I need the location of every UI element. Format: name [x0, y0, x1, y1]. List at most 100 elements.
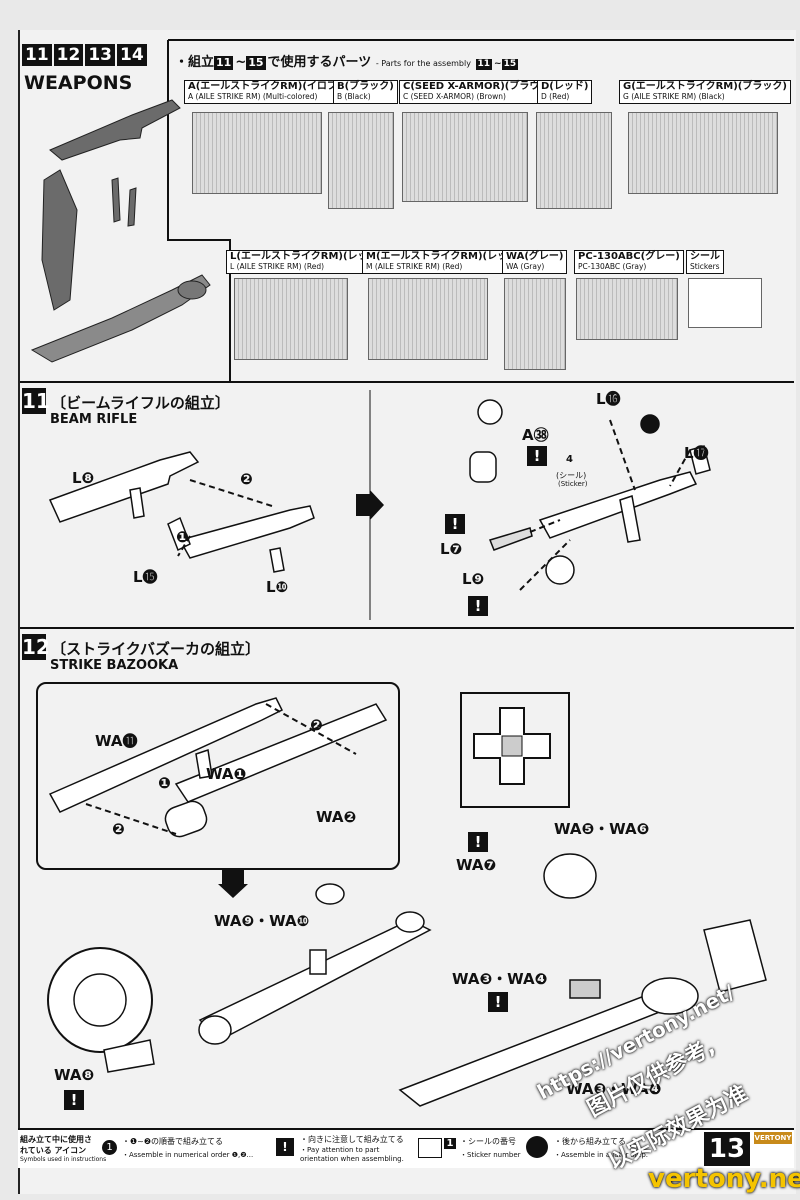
- runner-tag-d: D(レッド)D (Red): [537, 80, 593, 104]
- sticker-icon: [418, 1138, 442, 1158]
- legend-later-en: ・Assemble in a later step.: [554, 1151, 649, 1159]
- step-order-icon: 1: [102, 1140, 117, 1155]
- runner-c-en: C (SEED X-ARMOR) (Brown): [403, 92, 506, 101]
- runner-b-jp: B(ブラック): [337, 81, 394, 92]
- step11-number: 11: [22, 388, 50, 414]
- runner-c-image: [402, 112, 528, 202]
- runner-wa-image: [504, 278, 566, 370]
- runner-stickers-en: Stickers: [690, 262, 720, 271]
- sticker-jp: (シール): [556, 471, 587, 480]
- parts-heading-mid: ~: [235, 55, 247, 70]
- parts-heading-suffix: で使用するパーツ: [267, 55, 372, 70]
- label-step2-rifle: ❷: [240, 470, 253, 488]
- bazooka-assembly-drawing-1: [198, 883, 432, 1045]
- label-wa8: WA❽: [54, 1066, 95, 1084]
- legend-sticker-en: ・Sticker number: [460, 1151, 521, 1159]
- connector-detail-drawing: [473, 707, 551, 785]
- legend-order-en: ・Assemble in numerical order ❶,❷...: [122, 1151, 254, 1159]
- label-wa1: WA❶: [206, 765, 247, 783]
- label-l17: L⓱: [684, 444, 709, 462]
- cylinder-part-drawing: [543, 853, 597, 899]
- attention-icon: !: [64, 1090, 84, 1110]
- step-num-13: 13: [85, 44, 116, 66]
- label-wa5-wa6: WA❺・WA❻: [554, 820, 650, 838]
- beam-rifle-parts-drawing: [48, 451, 315, 573]
- parts-heading-en-to: 15: [501, 59, 519, 70]
- label-a38: A㊳: [522, 426, 549, 444]
- step11-title-en: BEAM RIFLE: [50, 412, 138, 427]
- runner-d-jp: D(レッド): [541, 81, 589, 92]
- label-l9: L❾: [462, 570, 485, 588]
- runner-d-en: D (Red): [541, 92, 570, 101]
- attention-icon: !: [445, 514, 465, 534]
- step12-heading: 12 〔ストライクバズーカの組立〕: [22, 634, 260, 660]
- runner-m-jp: M(エールストライクRM)(レッド): [366, 251, 522, 262]
- runner-l-jp: L(エールストライクRM)(レッド): [230, 251, 383, 262]
- label-l8: L❽: [72, 469, 95, 487]
- down-arrow-icon: [218, 870, 248, 898]
- runner-g-jp: G(エールストライクRM)(ブラック): [623, 81, 787, 92]
- label-l16: L⓰: [596, 390, 621, 408]
- label-wa2: WA❷: [316, 808, 357, 826]
- label-step2-bazooka-a: ❷: [310, 716, 323, 734]
- step12-title-en: STRIKE BAZOOKA: [50, 658, 179, 673]
- runner-m-image: [368, 278, 488, 360]
- legend-order-jp: ・❶~❷の順番で組み立てる: [122, 1137, 224, 1146]
- parts-heading-from: 11: [214, 56, 234, 70]
- legend-bar: 組み立て中に使用されている アイコン Symbols used in instr…: [18, 1128, 794, 1168]
- runner-a-image: [192, 112, 322, 194]
- runner-tag-l: L(エールストライクRM)(レッド)L (AILE STRIKE RM) (Re…: [226, 250, 387, 274]
- runner-l-image: [234, 278, 348, 360]
- step-num-14: 14: [117, 44, 147, 66]
- label-step1-bazooka: ❶: [158, 774, 171, 792]
- runner-d-image: [536, 112, 612, 209]
- sticker-sheet-image: [688, 278, 762, 328]
- sticker-en: (Sticker): [558, 480, 588, 488]
- runner-c-jp: C(SEED X-ARMOR)(ブラウン): [403, 81, 554, 92]
- step-num-12: 12: [53, 44, 84, 66]
- page-number: 13: [704, 1132, 750, 1166]
- parts-heading-en-mid: ~: [494, 59, 502, 69]
- runner-wa-en: WA (Gray): [506, 262, 545, 271]
- attention-icon: !: [468, 832, 488, 852]
- parts-heading-prefix: ・組立: [175, 55, 215, 70]
- label-wa9-wa10: WA❾・WA❿: [214, 912, 310, 930]
- weapons-title: WEAPONS: [24, 72, 133, 94]
- detail-box-connector: [460, 692, 570, 808]
- bazooka-assembly-drawing-2: [398, 977, 699, 1107]
- attention-icon: !: [276, 1138, 294, 1156]
- label-wa7: WA❼: [456, 856, 497, 874]
- runner-tag-pc130: PC-130ABC(グレー)PC-130ABC (Gray): [574, 250, 684, 274]
- parts-heading-to: 15: [246, 56, 266, 70]
- shield-silhouette: [41, 169, 78, 311]
- runner-tag-b: B(ブラック)B (Black): [333, 80, 398, 104]
- legend-attention-en: ・Pay attention to part orientation when …: [300, 1146, 404, 1163]
- label-step1-rifle: ❶: [176, 528, 189, 546]
- step-num-11: 11: [22, 44, 52, 66]
- beam-rifle-assembly-drawing: [469, 399, 711, 591]
- runner-l-en: L (AILE STRIKE RM) (Red): [230, 262, 325, 271]
- runner-tag-g: G(エールストライクRM)(ブラック)G (AILE STRIKE RM) (B…: [619, 80, 791, 104]
- runner-pc130-image: [576, 278, 678, 340]
- label-l7: L❼: [440, 540, 463, 558]
- bazooka-subassembly-box: [36, 682, 400, 870]
- bazooka-parts-drawing: [48, 697, 388, 838]
- parts-heading-en: - Parts for the assembly: [375, 59, 471, 68]
- legend-sticker-jp: ・シールの番号: [460, 1137, 516, 1146]
- runner-pc130-en: PC-130ABC (Gray): [578, 262, 647, 271]
- runner-tag-c: C(SEED X-ARMOR)(ブラウン)C (SEED X-ARMOR) (B…: [399, 80, 558, 104]
- weapons-preview: [30, 99, 211, 363]
- runner-g-image: [628, 112, 778, 194]
- next-arrow-icon: [356, 490, 384, 520]
- step11-title-jp: 〔ビームライフルの組立〕: [51, 394, 230, 412]
- ring-detail-drawing: [47, 947, 153, 1053]
- label-l15: L⓯: [133, 568, 158, 586]
- sticker-number-4: 4: [566, 454, 573, 465]
- muzzle-part-drawing: [103, 1039, 155, 1073]
- brand-badge: VERTONY: [754, 1132, 792, 1144]
- legend-attention-jp: ・向きに注意して組み立てる: [300, 1135, 404, 1144]
- label-wa11: WA⓫: [95, 732, 138, 750]
- later-assembly-icon: [526, 1136, 548, 1158]
